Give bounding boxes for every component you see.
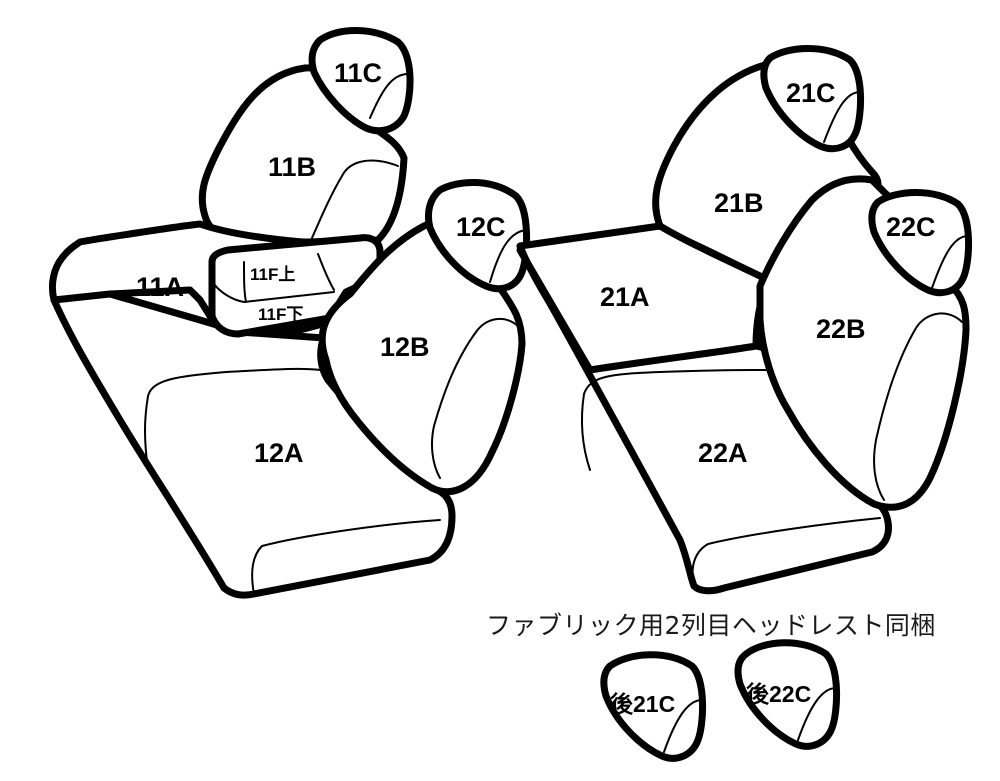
- part-12C: [424, 179, 531, 293]
- part-rear-22C: [734, 639, 841, 750]
- label-21A: 21A: [600, 282, 650, 312]
- seam-12A-front: [251, 519, 441, 595]
- seam-rear-21C: [663, 699, 703, 753]
- label-rear-22C: 後22C: [746, 681, 811, 707]
- part-22C: [868, 189, 973, 297]
- label-12B: 12B: [380, 332, 430, 362]
- label-21C: 21C: [786, 78, 836, 108]
- seam-12B: [431, 317, 519, 479]
- part-21C: [760, 45, 865, 153]
- label-11F-lower: 11F下: [258, 305, 303, 324]
- seam-rear-22C: [797, 687, 837, 741]
- label-21B: 21B: [714, 188, 764, 218]
- label-11B: 11B: [268, 152, 316, 182]
- part-11C: [308, 27, 414, 135]
- label-11C: 11C: [334, 58, 382, 88]
- fabric-headrest-note: ファブリック用2列目ヘッドレスト同梱: [486, 611, 936, 640]
- seam-11F-upper: [243, 261, 247, 303]
- label-22A: 22A: [698, 438, 748, 468]
- seam-12A-top: [147, 367, 331, 397]
- label-12A: 12A: [254, 438, 304, 468]
- label-rear-21C: 後21C: [610, 691, 675, 717]
- part-12B: [318, 214, 526, 496]
- seam-11F-divider: [317, 253, 335, 291]
- seam-21C: [823, 91, 861, 143]
- seam-22B: [873, 312, 963, 501]
- label-11F-upper: 11F上: [250, 265, 295, 284]
- seam-11F-mid: [213, 283, 335, 303]
- label-22B: 22B: [816, 314, 866, 344]
- seam-11B: [311, 159, 399, 239]
- seam-22C: [931, 235, 969, 289]
- seam-11C: [369, 73, 409, 119]
- part-22A: [516, 246, 892, 595]
- seam-12A-left: [144, 395, 149, 471]
- label-22C: 22C: [886, 212, 936, 242]
- label-11A: 11A: [136, 272, 184, 302]
- part-11F: [208, 234, 384, 338]
- part-rear-21C: [600, 651, 707, 762]
- seam-22A-front: [691, 517, 881, 587]
- seam-22A-left: [581, 393, 591, 471]
- seam-12C: [489, 229, 527, 283]
- label-12C: 12C: [456, 212, 506, 242]
